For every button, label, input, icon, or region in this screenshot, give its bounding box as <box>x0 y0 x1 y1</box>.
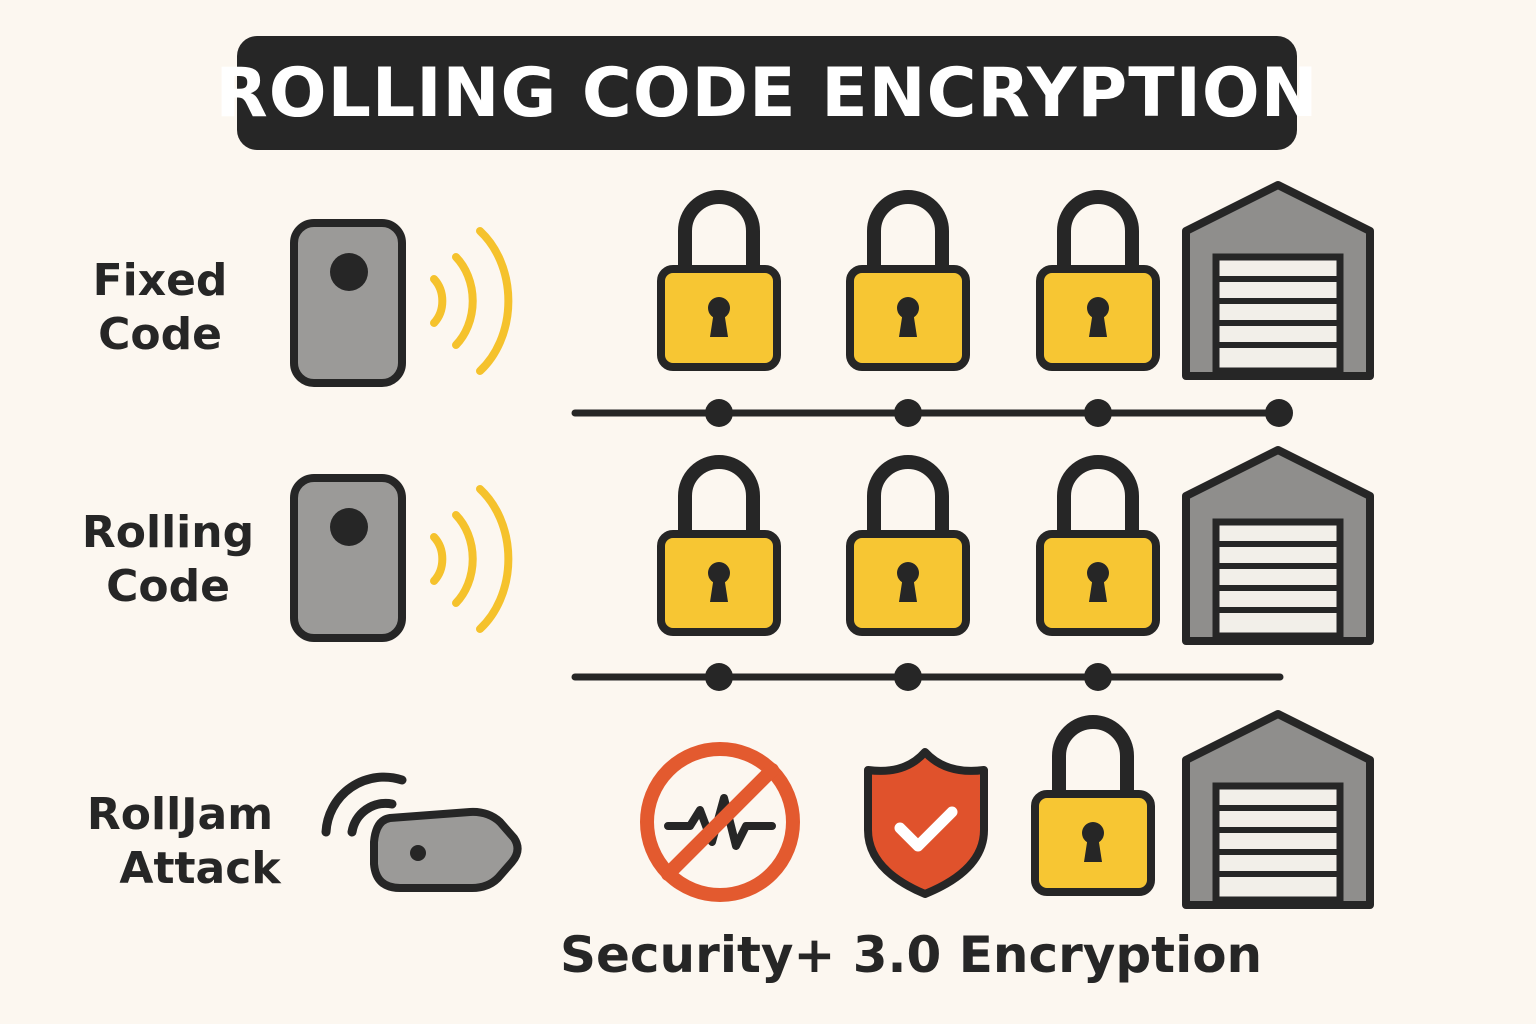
row-label-rolljam-attack: RollJam Attack <box>70 788 290 896</box>
page-title: ROLLING CODE ENCRYPTION <box>215 53 1319 133</box>
remote-control-icon <box>294 478 402 638</box>
timeline-fixed-code <box>571 399 1293 427</box>
title-banner: ROLLING CODE ENCRYPTION <box>215 36 1318 150</box>
row-label-line: Rolling <box>81 507 255 558</box>
padlock-icon <box>1040 197 1156 367</box>
padlock-icon <box>1040 462 1156 632</box>
jammer-device-icon <box>321 772 522 892</box>
row-label-line: RollJam <box>86 789 274 840</box>
row-label-line: Fixed <box>92 255 228 306</box>
padlock-icon <box>661 197 777 367</box>
timeline-rolling-code <box>571 663 1284 691</box>
signal-waves-icon <box>434 231 508 371</box>
row-label-fixed-code: Fixed Code <box>80 254 240 362</box>
footer-caption: Security+ 3.0 Encryption <box>560 926 1263 984</box>
row-label-rolling-code: Rolling Code <box>78 506 258 614</box>
row-label-line: Attack <box>119 843 281 894</box>
garage-icon <box>1186 450 1370 641</box>
padlock-icon <box>1035 722 1151 892</box>
garage-icon <box>1186 714 1370 905</box>
garage-icon <box>1186 185 1370 376</box>
shield-check-icon <box>864 748 988 898</box>
no-signal-icon <box>640 742 800 902</box>
padlock-icon <box>850 462 966 632</box>
padlock-icon <box>661 462 777 632</box>
row-label-line: Code <box>106 561 230 612</box>
signal-waves-icon <box>434 489 508 629</box>
remote-control-icon <box>294 223 402 383</box>
padlock-icon <box>850 197 966 367</box>
row-label-line: Code <box>98 309 222 360</box>
